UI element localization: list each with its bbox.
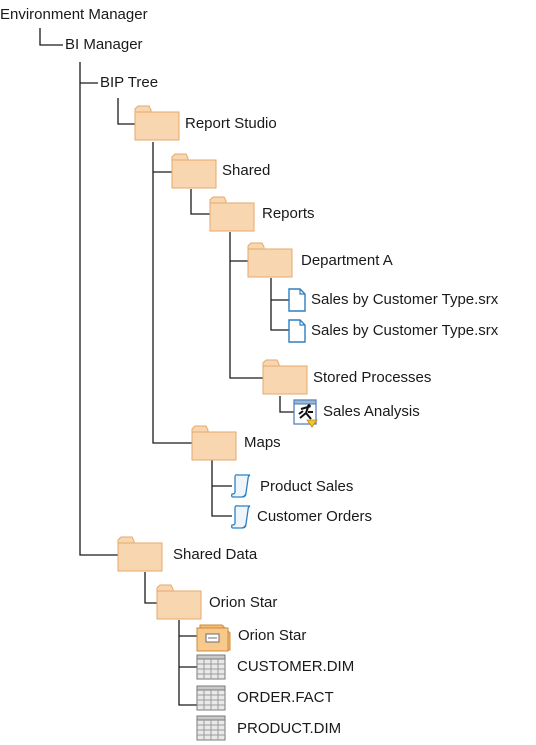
folder-icon — [156, 584, 202, 620]
node-orion-star-library: Orion Star — [238, 627, 307, 644]
folder-icon — [117, 536, 163, 572]
node-environment-manager: Environment Manager — [0, 6, 148, 23]
node-maps: Maps — [244, 434, 281, 451]
folder-icon — [247, 242, 293, 278]
folder-icon — [134, 105, 180, 141]
information-map-icon — [231, 505, 251, 529]
node-shared-data: Shared Data — [173, 546, 258, 563]
table-icon — [196, 685, 226, 711]
folder-icon — [191, 425, 237, 461]
node-sales-report-1: Sales by Customer Type.srx — [311, 291, 499, 308]
node-customer-orders: Customer Orders — [257, 508, 373, 525]
node-product-dim: PRODUCT.DIM — [237, 720, 342, 737]
node-report-studio: Report Studio — [185, 115, 277, 132]
document-icon — [288, 319, 306, 343]
node-product-sales: Product Sales — [260, 478, 354, 495]
node-department-a: Department A — [301, 252, 393, 269]
node-sales-report-2: Sales by Customer Type.srx — [311, 322, 499, 339]
table-icon — [196, 715, 226, 741]
node-customer-dim: CUSTOMER.DIM — [237, 658, 355, 675]
folder-icon — [262, 359, 308, 395]
stored-process-icon — [293, 399, 318, 428]
node-bi-manager: BI Manager — [65, 36, 143, 53]
node-orion-star-folder: Orion Star — [209, 594, 278, 611]
information-map-icon — [231, 474, 251, 498]
table-icon — [196, 654, 226, 680]
connector-lines — [39, 28, 294, 706]
folder-icon — [209, 196, 255, 232]
node-bip-tree: BIP Tree — [100, 74, 159, 91]
node-stored-processes: Stored Processes — [313, 369, 432, 386]
node-order-fact: ORDER.FACT — [237, 689, 334, 706]
node-shared: Shared — [222, 162, 271, 179]
document-icon — [288, 288, 306, 312]
folder-icon — [171, 153, 217, 189]
node-reports: Reports — [262, 205, 315, 222]
node-sales-analysis: Sales Analysis — [323, 403, 420, 420]
library-icon — [196, 624, 231, 652]
